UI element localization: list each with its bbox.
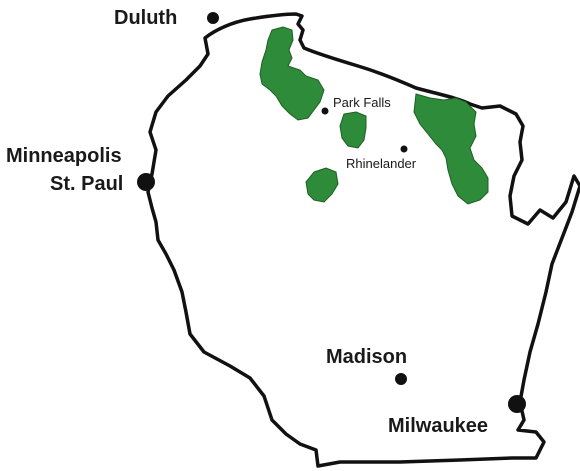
duluth-label: Duluth xyxy=(114,7,177,29)
milwaukee-marker xyxy=(508,395,526,413)
duluth-marker xyxy=(207,12,219,24)
milwaukee-label: Milwaukee xyxy=(388,415,488,437)
madison-label: Madison xyxy=(326,346,407,368)
forest-region-south xyxy=(305,167,339,203)
park-falls-label: Park Falls xyxy=(333,95,391,110)
rhinelander-label: Rhinelander xyxy=(346,156,417,171)
minneapolis-label: Minneapolis xyxy=(6,145,122,167)
st-paul-label: St. Paul xyxy=(50,173,123,195)
park-falls-marker xyxy=(321,107,329,115)
forest-region-west xyxy=(259,26,325,121)
minneapolis-st-paul-marker xyxy=(137,173,155,191)
madison-marker xyxy=(395,373,407,385)
forest-region-center xyxy=(339,111,367,149)
rhinelander-marker xyxy=(400,145,408,153)
forest-region-east xyxy=(413,93,489,205)
